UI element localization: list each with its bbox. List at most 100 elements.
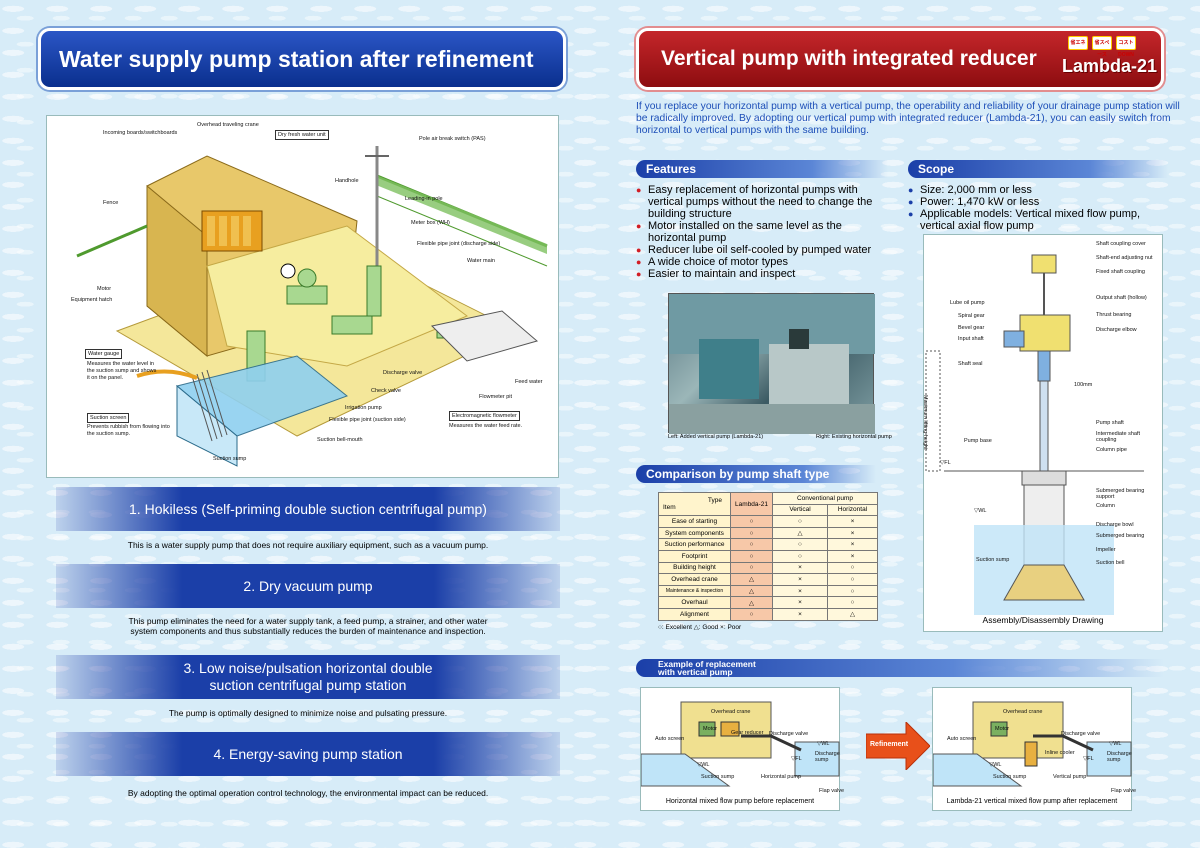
assembly-drawing: Shaft coupling cover Shaft-end adjusting… [922, 234, 1163, 632]
feature-item: Easier to maintain and inspect [636, 268, 888, 280]
dl-input: Input shaft [958, 336, 984, 342]
table-corner: Type Item [658, 491, 731, 517]
scope-item: Applicable models: Vertical mixed flow p… [908, 208, 1168, 232]
dl-discharge-elbow: Discharge elbow [1096, 327, 1137, 333]
row-lambda: ○ [730, 561, 773, 575]
label-suction-sump: Suction sump [213, 456, 247, 462]
dl-impeller: Impeller [1096, 547, 1116, 553]
before-caption: Horizontal mixed flow pump before replac… [665, 798, 815, 805]
example-after-art [932, 701, 1132, 787]
hdr-vertical: Vertical [772, 503, 828, 517]
row-lambda: ○ [730, 526, 773, 540]
a-inline-cooler: Inline cooler [1045, 750, 1075, 756]
b-suction-sump: Suction sump [701, 774, 735, 780]
row-vertical: ○ [772, 538, 828, 551]
label-discharge-valve: Discharge valve [383, 370, 423, 376]
assembly-drawing-art [925, 254, 1144, 615]
label-motor: Motor [97, 286, 112, 292]
a-discharge-sump: Discharge sump [1107, 751, 1132, 763]
a-auto-screen: Auto screen [947, 736, 977, 742]
a-vertical-pump: Vertical pump [1053, 774, 1087, 780]
scope-item: Power: 1,470 kW or less [908, 196, 1168, 208]
row-lambda: △ [730, 573, 773, 586]
row-item: Alignment [658, 607, 731, 621]
dl-wl: ▽WL [974, 508, 987, 514]
logo-badge-1: 省エネ [1068, 36, 1088, 50]
logo-badge-3: コストDOWN [1116, 36, 1136, 58]
comparison-table-wrap: Type Item Lambda-21 Conventional pump Ve… [658, 491, 878, 631]
label-crane: Overhead traveling crane [197, 122, 259, 128]
b-discharge-valve: Discharge valve [769, 731, 809, 737]
section-1-desc: This is a water supply pump that does no… [127, 540, 489, 550]
features-list: Easy replacement of horizontal pumps wit… [636, 184, 888, 280]
arrow-label: Refinement [870, 741, 909, 748]
comparison-title: Comparison by pump shaft type [636, 465, 876, 483]
row-horizontal: × [827, 538, 878, 551]
drawing-caption: Assembly/Disassembly Drawing [982, 615, 1104, 625]
dl-pump-shaft: Pump shaft [1096, 420, 1124, 426]
label-fence: Fence [103, 200, 119, 206]
b-discharge-sump: Discharge sump [815, 751, 840, 763]
a-motor: Motor [995, 726, 1010, 732]
hdr-conv: Conventional pump [772, 492, 878, 505]
left-title: Water supply pump station after refineme… [38, 28, 566, 90]
feature-item: A wide choice of motor types [636, 256, 888, 268]
b-wl1: ▽WL [817, 741, 830, 747]
row-lambda: ○ [730, 607, 773, 621]
dl-spiral: Spiral gear [958, 313, 985, 319]
dl-pump-base: Pump base [964, 438, 992, 444]
row-lambda: ○ [730, 549, 773, 563]
example-before-art [640, 701, 840, 787]
label-meter-box: Meter box (WH) [411, 220, 450, 226]
row-horizontal: ○ [827, 596, 878, 609]
row-item: Building height [658, 561, 731, 575]
comparison-legend: ○: Excellent △: Good ×: Poor [658, 623, 742, 631]
section-4-desc: By adopting the optimal operation contro… [127, 788, 489, 798]
scope-item: Size: 2,000 mm or less [908, 184, 1168, 196]
b-flap-valve: Flap valve [819, 788, 845, 794]
table-row: Maintenance & inspection△×○ [658, 584, 878, 598]
right-title-text: Vertical pump with integrated reducer [661, 47, 1037, 70]
row-vertical: △ [772, 526, 828, 540]
label-suction-screen-desc: Prevents rubbish from flowing into the s… [87, 424, 170, 437]
a-crane: Overhead crane [1003, 709, 1043, 715]
section-2-desc: This pump eliminates the need for a wate… [128, 616, 488, 636]
features-title: Features [636, 160, 888, 178]
example-before: Overhead crane Motor Gear reducer Discha… [640, 687, 844, 811]
label-water-gauge-desc: Measures the water level in the suction … [87, 361, 157, 381]
a-suction-sump: Suction sump [993, 774, 1027, 780]
table-row: Building height○×○ [658, 561, 878, 575]
row-vertical: × [772, 607, 828, 621]
row-item: Footprint [658, 549, 731, 563]
label-suction-screen: Suction screen [87, 413, 130, 423]
row-item: Overhaul [658, 596, 731, 609]
row-item: Overhead crane [658, 573, 731, 586]
section-4-title: 4. Energy-saving pump station [56, 732, 560, 776]
section-3-desc: The pump is optimally designed to minimi… [168, 708, 448, 718]
scope-list: Size: 2,000 mm or less Power: 1,470 kW o… [908, 184, 1168, 232]
dl-fl: ▽FL [940, 460, 951, 466]
label-incoming: Incoming boards/switchboards [103, 130, 178, 136]
lambda-logo: 省エネ 省スペース コストDOWN Lambda-21 [1062, 36, 1158, 82]
pump-photo [668, 293, 875, 434]
label-leading-pole: Leading-in pole [405, 196, 443, 202]
table-row: Suction performance○○× [658, 538, 878, 551]
row-vertical: ○ [772, 549, 828, 563]
hdr-lambda: Lambda-21 [730, 491, 773, 517]
row-vertical: × [772, 596, 828, 609]
dl-100: 100mm [1074, 382, 1093, 388]
b-horizontal-pump: Horizontal pump [761, 774, 802, 780]
dl-cover: Shaft coupling cover [1096, 241, 1146, 247]
feature-item: Reducer lube oil self-cooled by pumped w… [636, 244, 888, 256]
dl-intermediate: Intermediate shaft coupling [1096, 431, 1141, 443]
feature-item: Easy replacement of horizontal pumps wit… [636, 184, 888, 220]
section-4-title-text: 4. Energy-saving pump station [213, 745, 403, 762]
row-horizontal: × [827, 526, 878, 540]
section-3-title: 3. Low noise/pulsation horizontal double… [56, 655, 560, 699]
scope-title: Scope [908, 160, 1168, 178]
b-fl: ▽FL [791, 756, 802, 762]
row-horizontal: ○ [827, 584, 878, 598]
dl-lube: Lube oil pump [950, 300, 985, 306]
example-title: Example of replacement with vertical pum… [658, 659, 756, 677]
row-horizontal: × [827, 549, 878, 563]
